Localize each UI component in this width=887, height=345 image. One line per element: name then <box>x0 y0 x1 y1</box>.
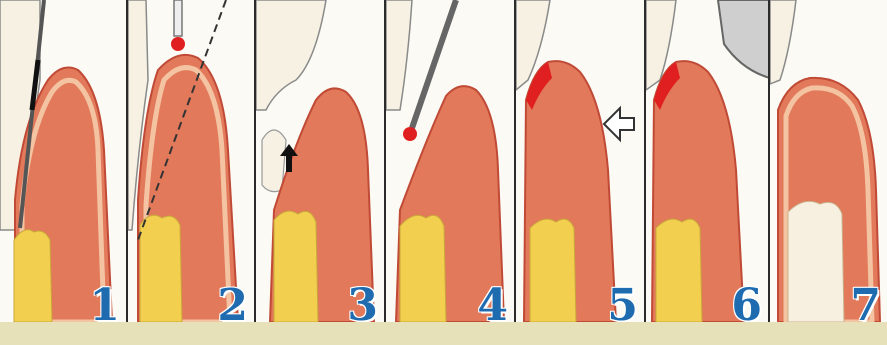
alveolar-bone <box>530 219 576 322</box>
step-number-4: 4 <box>477 284 508 322</box>
step-panel-7: 7 <box>770 0 887 322</box>
tooth-crown <box>770 0 796 84</box>
alveolar-bone <box>14 230 52 322</box>
alveolar-bone <box>656 219 702 322</box>
step-number-1: 1 <box>89 284 120 322</box>
panel-7-illustration <box>770 0 887 322</box>
step-panel-5: 5 <box>516 0 646 322</box>
step-panel-3: 3 <box>256 0 386 322</box>
bottom-strip <box>0 322 887 345</box>
tooth-crown <box>256 0 326 110</box>
step-number-5: 5 <box>607 284 638 322</box>
electrode-ball <box>403 127 417 141</box>
panel-2-illustration <box>128 0 256 322</box>
alveolar-bone <box>400 215 446 322</box>
step-number-2: 2 <box>217 284 248 322</box>
step-number-6: 6 <box>731 284 762 322</box>
step-panel-2: 2 <box>128 0 256 322</box>
step-panel-1: 1 <box>0 0 128 322</box>
step-number-7: 7 <box>850 284 881 322</box>
panel-3-illustration <box>256 0 386 322</box>
alveolar-bone <box>140 215 182 322</box>
healing-bone <box>788 201 844 322</box>
panel-1-illustration <box>0 0 128 322</box>
step-number-3: 3 <box>347 284 378 322</box>
step-panel-6: 6 <box>646 0 770 322</box>
step-panel-4: 4 <box>386 0 516 322</box>
left-arrow-icon <box>604 108 634 140</box>
alveolar-bone <box>274 211 318 322</box>
periodontal-dressing <box>718 0 770 78</box>
tooth-crown <box>386 0 412 110</box>
marking-instrument <box>174 0 182 36</box>
panel-6-illustration <box>646 0 770 322</box>
panel-4-illustration <box>386 0 516 322</box>
panel-5-illustration <box>516 0 646 322</box>
bleeding-point <box>171 37 185 51</box>
